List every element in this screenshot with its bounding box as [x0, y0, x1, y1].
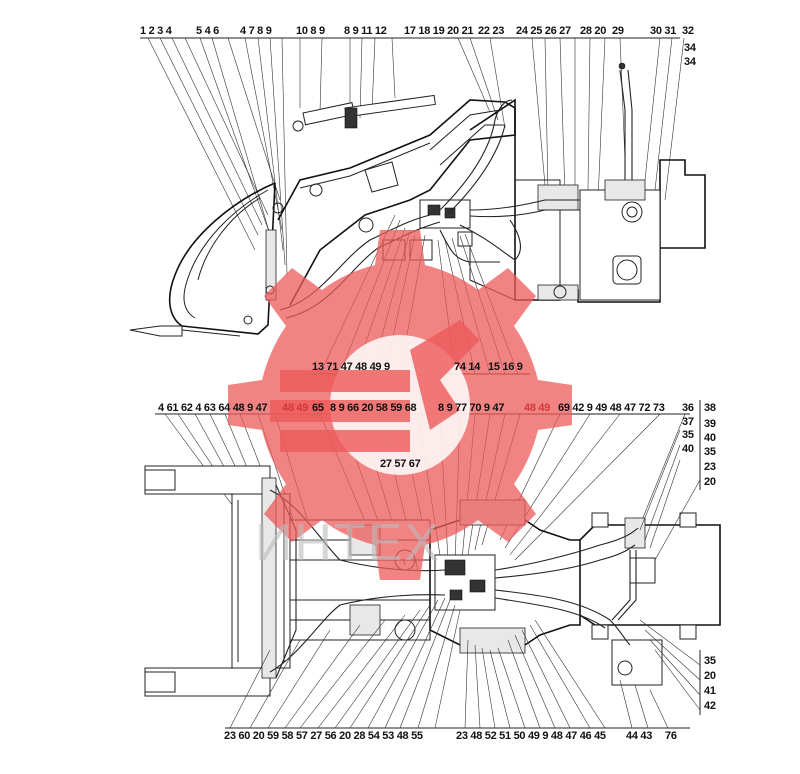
callout-side-bottom-3: 15 16 9: [488, 361, 523, 373]
callout-plan-lower-right-4: 42: [704, 700, 716, 712]
callout-plan-top-6: 48 49: [524, 402, 551, 414]
callout-plan-right-5: 40: [704, 432, 716, 444]
callout-top-8: 24 25 26 27: [516, 25, 571, 37]
callout-plan-bottom-4: 76: [665, 730, 677, 742]
callout-plan-top-8: 36: [682, 402, 694, 414]
watermark-text: ИНТЕХ: [255, 514, 441, 572]
callout-top-2: 5 4 6: [196, 25, 219, 37]
callout-top-3: 4 7 8 9: [240, 25, 272, 37]
callout-plan-bottom-3: 44 43: [626, 730, 653, 742]
callout-plan-lower-right-3: 41: [704, 685, 716, 697]
callout-plan-top-1: 4 61 62 4 63 64 48 9 47: [158, 402, 268, 414]
callout-plan-right-8: 20: [704, 476, 716, 488]
callout-plan-right-6: 35: [704, 446, 716, 458]
callout-top-12: 32: [682, 25, 694, 37]
callout-plan-lower-right-2: 20: [704, 670, 716, 682]
callout-plan-right-7: 23: [704, 461, 716, 473]
callout-plan-top-4: 8 9 66 20 58 59 68: [330, 402, 417, 414]
callout-plan-bottom-2: 23 48 52 51 50 49 9 48 47 46 45: [456, 730, 606, 742]
side-view-leaders: [147, 37, 685, 276]
callout-top-7: 22 23: [478, 25, 505, 37]
callout-plan-top-5: 8 9 77 70 9 47: [438, 402, 505, 414]
callout-side-bottom-2: 74 14: [454, 361, 481, 373]
callout-plan-right-2: 35: [682, 429, 694, 441]
callout-plan-top-3: 65: [312, 402, 324, 414]
callout-top-6: 17 18 19 20 21: [404, 25, 474, 37]
callout-top-10: 29: [612, 25, 624, 37]
callout-top-4: 10 8 9: [296, 25, 325, 37]
callout-plan-right-4: 39: [704, 418, 716, 430]
callout-top-11: 30 31: [650, 25, 677, 37]
callout-plan-top-7: 69 42 9 49 48 47 72 73: [558, 402, 665, 414]
callout-plan-bottom-1: 23 60 20 59 58 57 27 56 20 28 54 53 48 5…: [224, 730, 423, 742]
callout-top-14: 34: [684, 56, 696, 68]
callout-plan-right-1: 37: [682, 416, 694, 428]
callout-top-5: 8 9 11 12: [344, 25, 387, 37]
callout-plan-right-3: 40: [682, 443, 694, 455]
callout-plan-center: 27 57 67: [380, 458, 421, 470]
callout-top-1: 1 2 3 4: [140, 25, 172, 37]
watermark-logo: [228, 230, 572, 580]
callout-top-9: 28 20: [580, 25, 607, 37]
callout-top-13: 34: [684, 42, 696, 54]
callout-plan-lower-right-1: 35: [704, 655, 716, 667]
callout-plan-top-9: 38: [704, 402, 716, 414]
callout-side-bottom-1: 13 71 47 48 49 9: [312, 361, 390, 373]
callout-plan-top-2: 48 49: [282, 402, 309, 414]
